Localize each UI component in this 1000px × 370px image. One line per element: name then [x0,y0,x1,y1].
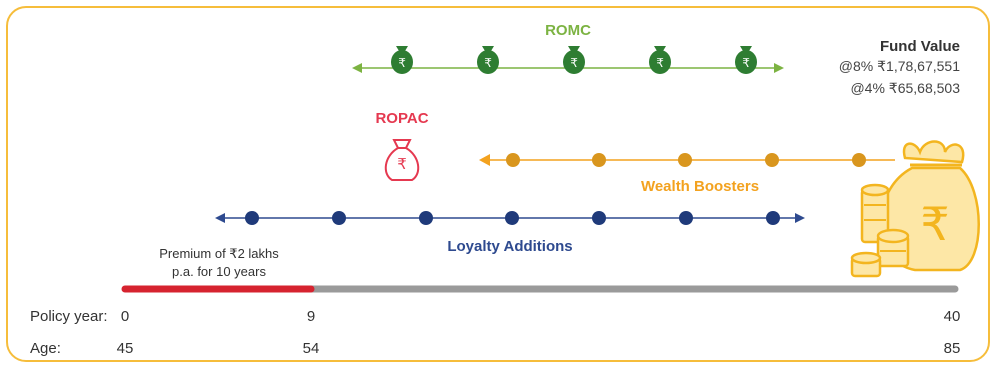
svg-text:₹: ₹ [920,197,949,251]
loyalty-dot [245,211,259,225]
svg-text:₹: ₹ [484,56,492,70]
age-label: Age: [30,340,61,357]
loyalty-dot [592,211,606,225]
policy-year-value: 0 [120,308,130,325]
premium-note-line1: Premium of ₹2 lakhs [159,246,279,261]
svg-text:₹: ₹ [570,56,578,70]
policy-year-label: Policy year: [30,308,108,325]
age-value: 85 [943,340,961,357]
loyalty-dot [766,211,780,225]
wealth-boosters-label: Wealth Boosters [640,178,760,195]
policy-year-value: 40 [943,308,961,325]
wealth-booster-dot [852,153,866,167]
romc-bag-icon-1: ₹ [391,46,413,74]
age-value: 45 [116,340,134,357]
policy-year-value: 9 [306,308,316,325]
loyalty-dot [332,211,346,225]
wealth-boosters-line [479,153,895,167]
romc-label: ROMC [545,22,591,39]
svg-text:₹: ₹ [398,56,406,70]
wealth-booster-dot [506,153,520,167]
loyalty-additions-line [215,211,805,225]
fund-value-8-percent: @8% ₹1,78,67,551 [838,58,960,74]
loyalty-dot [505,211,519,225]
diagram-frame [6,6,990,362]
romc-bag-icon-4: ₹ [649,46,671,74]
ropac-label: ROPAC [375,110,429,127]
loyalty-dot [679,211,693,225]
wealth-booster-dot [592,153,606,167]
svg-text:₹: ₹ [397,155,407,173]
age-value: 54 [302,340,320,357]
wealth-booster-dot [678,153,692,167]
fund-value-title: Fund Value [879,38,960,55]
romc-bag-icon-2: ₹ [477,46,499,74]
premium-note-line2: p.a. for 10 years [172,264,266,279]
fund-value-money-bag-icon: ₹ [850,140,980,278]
wealth-booster-dot [765,153,779,167]
svg-text:₹: ₹ [656,56,664,70]
romc-bag-icon-5: ₹ [735,46,757,74]
fund-value-4-percent: @4% ₹65,68,503 [850,80,960,96]
romc-bag-icon-3: ₹ [563,46,585,74]
ropac-bag-icon: ₹ [384,139,420,181]
loyalty-additions-label: Loyalty Additions [447,238,573,255]
loyalty-dot [419,211,433,225]
svg-text:₹: ₹ [742,56,750,70]
